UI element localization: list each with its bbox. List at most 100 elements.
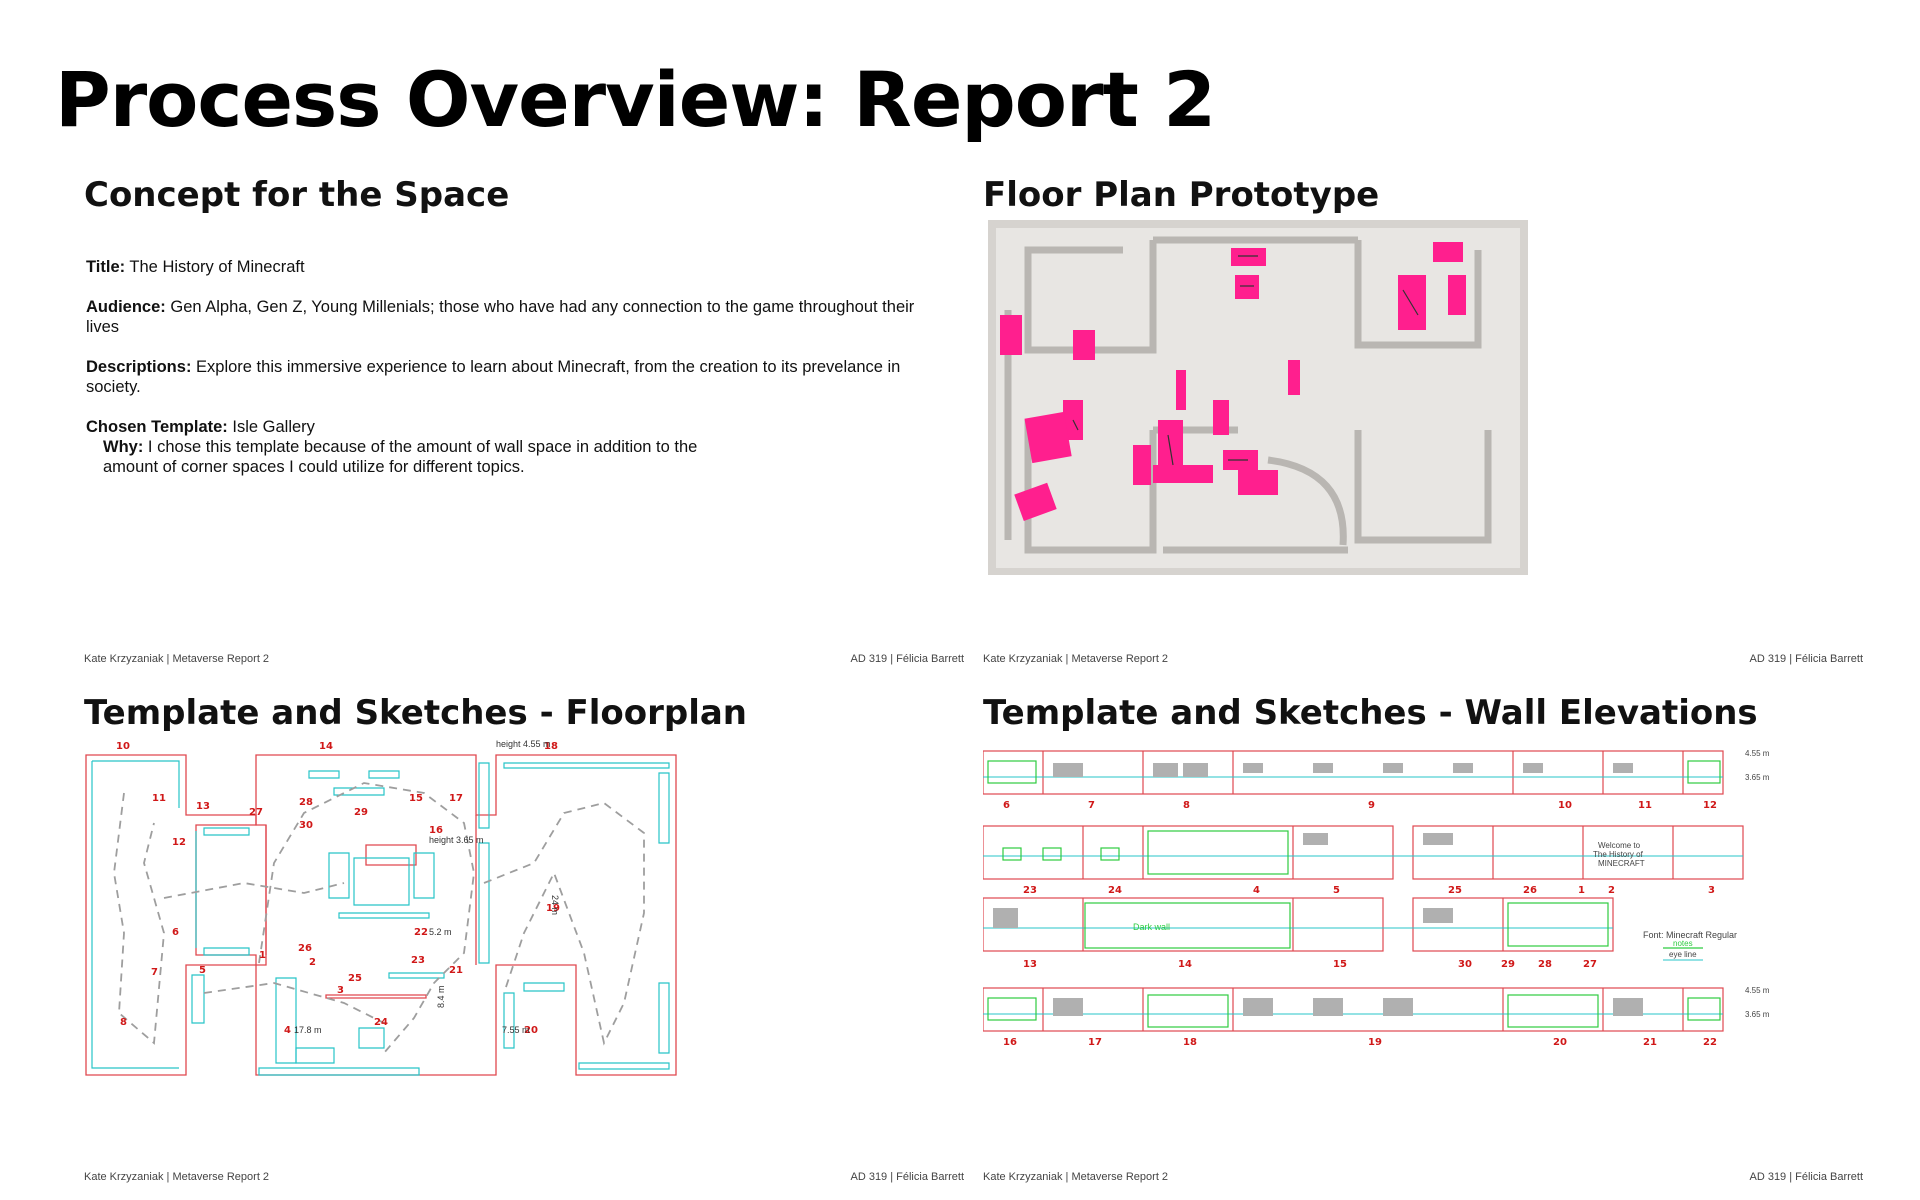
floor-dim-3: 17.8 m xyxy=(294,1025,322,1035)
floor-label-18: 18 xyxy=(544,741,558,752)
floor-label-4: 4 xyxy=(284,1025,291,1036)
concept-template-line: Chosen Template: Isle Gallery xyxy=(86,418,315,436)
footer-left: Kate Krzyzaniak | Metaverse Report 2 xyxy=(84,653,270,665)
floor-label-13: 13 xyxy=(196,801,210,812)
elev-row3-label: 13 xyxy=(1023,959,1037,970)
svg-text:26: 26 xyxy=(1523,885,1537,896)
svg-text:25: 25 xyxy=(1448,885,1462,896)
svg-text:24: 24 xyxy=(1108,885,1122,896)
floor-label-1: 1 xyxy=(259,950,266,961)
concept-title-line: Title: The History of Minecraft xyxy=(86,258,305,276)
svg-text:9: 9 xyxy=(1368,800,1375,811)
floor-label-20: 20 xyxy=(524,1025,538,1036)
floor-dim-4: 7.55 m xyxy=(502,1025,530,1035)
svg-text:15: 15 xyxy=(1333,959,1347,970)
svg-text:14: 14 xyxy=(1178,959,1192,970)
floorplan-heading: Template and Sketches - Floorplan xyxy=(84,693,748,733)
footer: Kate Krzyzaniak | Metaverse Report 2 AD … xyxy=(84,1171,964,1183)
prototype-panel: Floor Plan Prototype xyxy=(983,175,1863,665)
svg-text:17: 17 xyxy=(1088,1037,1102,1048)
font-note: Font: Minecraft Regular xyxy=(1643,930,1737,940)
footer: Kate Krzyzaniak | Metaverse Report 2 AD … xyxy=(84,653,964,665)
concept-body: Title: The History of Minecraft Audience… xyxy=(86,257,926,497)
page-title: Process Overview: Report 2 xyxy=(55,55,1216,144)
svg-text:20: 20 xyxy=(1553,1037,1567,1048)
floor-dim-5: 24 m xyxy=(550,895,560,915)
svg-text:19: 19 xyxy=(1368,1037,1382,1048)
floor-label-25: 25 xyxy=(348,973,362,984)
svg-text:2: 2 xyxy=(1608,885,1615,896)
floor-label-11: 11 xyxy=(152,793,166,804)
concept-heading: Concept for the Space xyxy=(84,175,510,215)
wall-elevations-drawing: 6 7 8 9 10 11 12 23 24 4 5 25 26 1 2 3 1… xyxy=(983,749,1770,1048)
concept-description-line: Descriptions: Explore this immersive exp… xyxy=(86,358,901,396)
legend-notes: notes xyxy=(1673,939,1693,948)
floor-label-21: 21 xyxy=(449,965,463,976)
floorplan-drawing: 10 14 18 11 13 28 29 15 17 27 30 16 12 9… xyxy=(85,739,677,1076)
svg-text:5: 5 xyxy=(1333,885,1340,896)
svg-text:18: 18 xyxy=(1183,1037,1197,1048)
elev-height-2: 3.65 m xyxy=(1745,773,1770,782)
concept-panel: Concept for the Space Title: The History… xyxy=(84,175,964,665)
svg-text:30: 30 xyxy=(1458,959,1472,970)
svg-text:22: 22 xyxy=(1703,1037,1717,1048)
svg-text:27: 27 xyxy=(1583,959,1597,970)
svg-text:12: 12 xyxy=(1703,800,1717,811)
svg-text:11: 11 xyxy=(1638,800,1652,811)
floor-height-2: height 3.65 m xyxy=(429,835,484,845)
concept-why-line: Why: I chose this template because of th… xyxy=(103,438,698,476)
floor-label-8: 8 xyxy=(120,1017,127,1028)
floorplan-panel: Template and Sketches - Floorplan xyxy=(84,693,964,1183)
floor-label-28: 28 xyxy=(299,797,313,808)
svg-text:21: 21 xyxy=(1643,1037,1657,1048)
floor-height-1: height 4.55 m xyxy=(496,739,551,749)
elev-row1-label: 6 xyxy=(1003,800,1010,811)
dark-wall-label: Dark wall xyxy=(1133,922,1170,932)
floor-label-27: 27 xyxy=(249,807,263,818)
floor-label-14: 14 xyxy=(319,741,333,752)
floor-label-15: 15 xyxy=(409,793,423,804)
welcome-line-3: MINECRAFT xyxy=(1598,859,1645,868)
footer-right: AD 319 | Félicia Barrett xyxy=(850,1171,964,1183)
floor-label-3: 3 xyxy=(337,985,344,996)
svg-text:4.55 m: 4.55 m xyxy=(1745,986,1770,995)
svg-text:29: 29 xyxy=(1501,959,1515,970)
floor-label-24: 24 xyxy=(374,1017,388,1028)
footer-left: Kate Krzyzaniak | Metaverse Report 2 xyxy=(84,1171,270,1183)
svg-text:3: 3 xyxy=(1708,885,1715,896)
floor-label-30: 30 xyxy=(299,820,313,831)
footer-left: Kate Krzyzaniak | Metaverse Report 2 xyxy=(983,1171,1169,1183)
floor-plan-prototype-photo xyxy=(988,220,1528,575)
floor-label-17: 17 xyxy=(449,793,463,804)
elevations-heading: Template and Sketches - Wall Elevations xyxy=(983,693,1758,733)
concept-audience-line: Audience: Gen Alpha, Gen Z, Young Millen… xyxy=(86,298,915,336)
floor-label-16: 16 xyxy=(429,825,443,836)
floor-label-26: 26 xyxy=(298,943,312,954)
floor-label-5: 5 xyxy=(199,965,206,976)
floor-label-22: 22 xyxy=(414,927,428,938)
footer-right: AD 319 | Félicia Barrett xyxy=(1749,1171,1863,1183)
floor-label-19: 19 xyxy=(546,903,560,914)
elevations-panel: Template and Sketches - Wall Elevations xyxy=(983,693,1863,1183)
svg-text:8: 8 xyxy=(1183,800,1190,811)
floor-label-23: 23 xyxy=(411,955,425,966)
welcome-line-1: Welcome to xyxy=(1598,841,1641,850)
floor-label-29: 29 xyxy=(354,807,368,818)
legend-eye-line: eye line xyxy=(1669,950,1697,959)
floor-label-12: 12 xyxy=(172,837,186,848)
svg-text:1: 1 xyxy=(1578,885,1585,896)
svg-text:28: 28 xyxy=(1538,959,1552,970)
floor-label-2: 2 xyxy=(309,957,316,968)
floor-dim-2: 8.4 m xyxy=(436,985,446,1008)
footer-left: Kate Krzyzaniak | Metaverse Report 2 xyxy=(983,653,1169,665)
welcome-line-2: The History of xyxy=(1593,850,1644,859)
svg-text:3.65 m: 3.65 m xyxy=(1745,1010,1770,1019)
footer: Kate Krzyzaniak | Metaverse Report 2 AD … xyxy=(983,653,1863,665)
footer: Kate Krzyzaniak | Metaverse Report 2 AD … xyxy=(983,1171,1863,1183)
elev-row4-label: 16 xyxy=(1003,1037,1017,1048)
elev-height-1: 4.55 m xyxy=(1745,749,1770,758)
elev-row2-label: 23 xyxy=(1023,885,1037,896)
prototype-heading: Floor Plan Prototype xyxy=(983,175,1380,215)
footer-right: AD 319 | Félicia Barrett xyxy=(850,653,964,665)
svg-text:10: 10 xyxy=(1558,800,1572,811)
